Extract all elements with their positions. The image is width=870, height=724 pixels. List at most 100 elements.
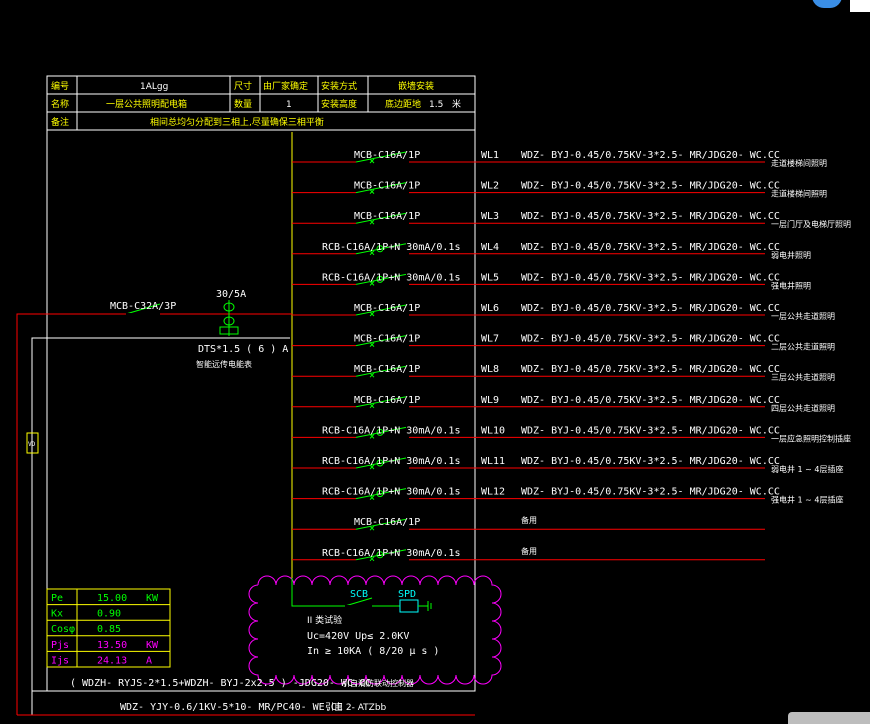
circuit-description: 一层门厅及电梯厅照明: [771, 219, 851, 229]
circuit-breaker-label: MCB-C16A/1P: [354, 517, 420, 528]
circuit-cable: WDZ- BYJ-0.45/0.75KV-3*2.5- MR/JDG20- WC…: [521, 456, 780, 467]
incoming-source-label: 引自 2- ATZbb: [325, 701, 387, 713]
taskbar-tray: [788, 712, 870, 724]
circuit-cable: WDZ- BYJ-0.45/0.75KV-3*2.5- MR/JDG20- WC…: [521, 395, 780, 406]
circuit-id: WL8: [481, 364, 499, 375]
control-cable-desc: 引自消防联动控制器: [342, 678, 414, 688]
scb-label: SCB: [350, 589, 368, 600]
header-size-key: 尺寸: [234, 80, 252, 92]
header-qty-value: 1: [286, 100, 292, 110]
circuit-row: MCB-C16A/1P WL8 WDZ- BYJ-0.45/0.75KV-3*2.5…: [292, 364, 835, 382]
header-size-value: 由厂家确定: [263, 80, 308, 92]
param-unit: A: [146, 655, 152, 666]
circuit-description: 一层应急照明控制插座: [771, 433, 851, 443]
circuit-description: 一层公共走道照明: [771, 311, 835, 321]
circuit-cable: WDZ- BYJ-0.45/0.75KV-3*2.5- MR/JDG20- WC…: [521, 425, 780, 436]
circuit-row: MCB-C16A/1P WL9 WDZ- BYJ-0.45/0.75KV-3*2.5…: [292, 395, 835, 413]
header-note-key: 备注: [51, 116, 69, 128]
spd-label: SPD: [398, 589, 416, 600]
param-row: Cosφ 0.85: [51, 624, 121, 635]
param-name: Pe: [51, 593, 63, 604]
circuit-id: WL11: [481, 456, 505, 467]
circuit-description: 强电井 1 ~ 4层插座: [771, 495, 844, 505]
bottom-cables: ( WDZH- RYJS-2*1.5+WDZH- BYJ-2x2.5 ) -JD…: [17, 678, 475, 716]
meter-ct-label: 30/5A: [216, 289, 246, 300]
overlay-button[interactable]: [812, 0, 842, 8]
circuit-description: 备用: [521, 515, 537, 525]
spd-block: SCB SPD II 类试验 Uc=420V Up≤ 2.0KV In ≥ 10…: [248, 575, 502, 685]
circuit-id: WL12: [481, 487, 505, 498]
param-value: 24.13: [97, 655, 127, 666]
param-value: 15.00: [97, 593, 127, 604]
circuit-row: MCB-C16A/1P WL3 WDZ- BYJ-0.45/0.75KV-3*2.5…: [292, 211, 851, 229]
circuit-description: 走道楼梯间照明: [771, 158, 827, 168]
circuit-description: 强电井照明: [771, 280, 811, 290]
circuit-breaker-label: RCB-C16A/1P+N 30mA/0.1s: [322, 272, 460, 283]
spd-spec-2: In ≥ 10KA ( 8/20 μ s ): [307, 646, 439, 657]
circuit-breaker-label: MCB-C16A/1P: [354, 364, 420, 375]
circuit-breaker-label: MCB-C16A/1P: [354, 334, 420, 345]
circuit-id: WL1: [481, 150, 499, 161]
circuit-breaker-label: MCB-C16A/1P: [354, 181, 420, 192]
header-id-value: 1ALgg: [140, 82, 168, 92]
circuit-cable: WDZ- BYJ-0.45/0.75KV-3*2.5- MR/JDG20- WC…: [521, 334, 780, 345]
param-name: Kx: [51, 609, 63, 620]
circuit-description: 三层公共走道照明: [771, 372, 835, 382]
circuit-id: WL9: [481, 395, 499, 406]
header-note-value: 相间总均匀分配到三相上,尽量确保三相平衡: [150, 116, 324, 128]
param-name: Pjs: [51, 640, 69, 651]
header-id-key: 编号: [51, 80, 69, 92]
circuit-cable: WDZ- BYJ-0.45/0.75KV-3*2.5- MR/JDG20- WC…: [521, 211, 780, 222]
circuit-id: WL5: [481, 272, 499, 283]
circuit-description: 四层公共走道照明: [771, 403, 835, 413]
circuit-id: WL6: [481, 303, 499, 314]
circuit-description: 二层公共走道照明: [771, 342, 835, 352]
param-value: 0.85: [97, 624, 121, 635]
circuit-description: 备用: [521, 546, 537, 556]
header-height-unit: 米: [452, 98, 461, 110]
vd-label: VD: [28, 441, 36, 448]
circuit-row: MCB-C16A/1P 备用: [292, 515, 765, 531]
vd-branch: VD: [26, 337, 290, 715]
frame: [46, 75, 476, 692]
circuit-breaker-label: RCB-C16A/1P+N 30mA/0.1s: [322, 456, 460, 467]
circuit-id: WL2: [481, 181, 499, 192]
circuit-breaker-label: MCB-C16A/1P: [354, 395, 420, 406]
param-value: 13.50: [97, 640, 127, 651]
circuit-id: WL3: [481, 211, 499, 222]
circuit-cable: WDZ- BYJ-0.45/0.75KV-3*2.5- MR/JDG20- WC…: [521, 242, 780, 253]
circuit-id: WL10: [481, 425, 505, 436]
circuit-row: MCB-C16A/1P WL7 WDZ- BYJ-0.45/0.75KV-3*2.5…: [292, 334, 835, 352]
param-name: Cosφ: [51, 624, 75, 635]
header-install-key: 安装方式: [321, 80, 357, 92]
control-cable-label: ( WDZH- RYJS-2*1.5+WDZH- BYJ-2x2.5 ) -JD…: [70, 678, 371, 689]
header-height-value: 底边距地: [385, 98, 421, 110]
circuit-id: WL7: [481, 334, 499, 345]
spd-spec-1: Uc=420V Up≤ 2.0KV: [307, 631, 409, 642]
circuit-breaker-label: MCB-C16A/1P: [354, 211, 420, 222]
circuit-cable: WDZ- BYJ-0.45/0.75KV-3*2.5- MR/JDG20- WC…: [521, 150, 780, 161]
header-qty-key: 数量: [234, 98, 252, 110]
header-name-key: 名称: [51, 98, 69, 110]
main-breaker: MCB-C32A/3P: [110, 301, 176, 315]
circuit-description: 弱电井 1 ~ 4层插座: [771, 464, 844, 474]
circuit-breaker-label: RCB-C16A/1P+N 30mA/0.1s: [322, 487, 460, 498]
circuit-cable: WDZ- BYJ-0.45/0.75KV-3*2.5- MR/JDG20- WC…: [521, 364, 780, 375]
overlay-bar: [850, 0, 870, 12]
header-height-number: 1.5: [429, 100, 443, 110]
main-breaker-label: MCB-C32A/3P: [110, 301, 176, 312]
